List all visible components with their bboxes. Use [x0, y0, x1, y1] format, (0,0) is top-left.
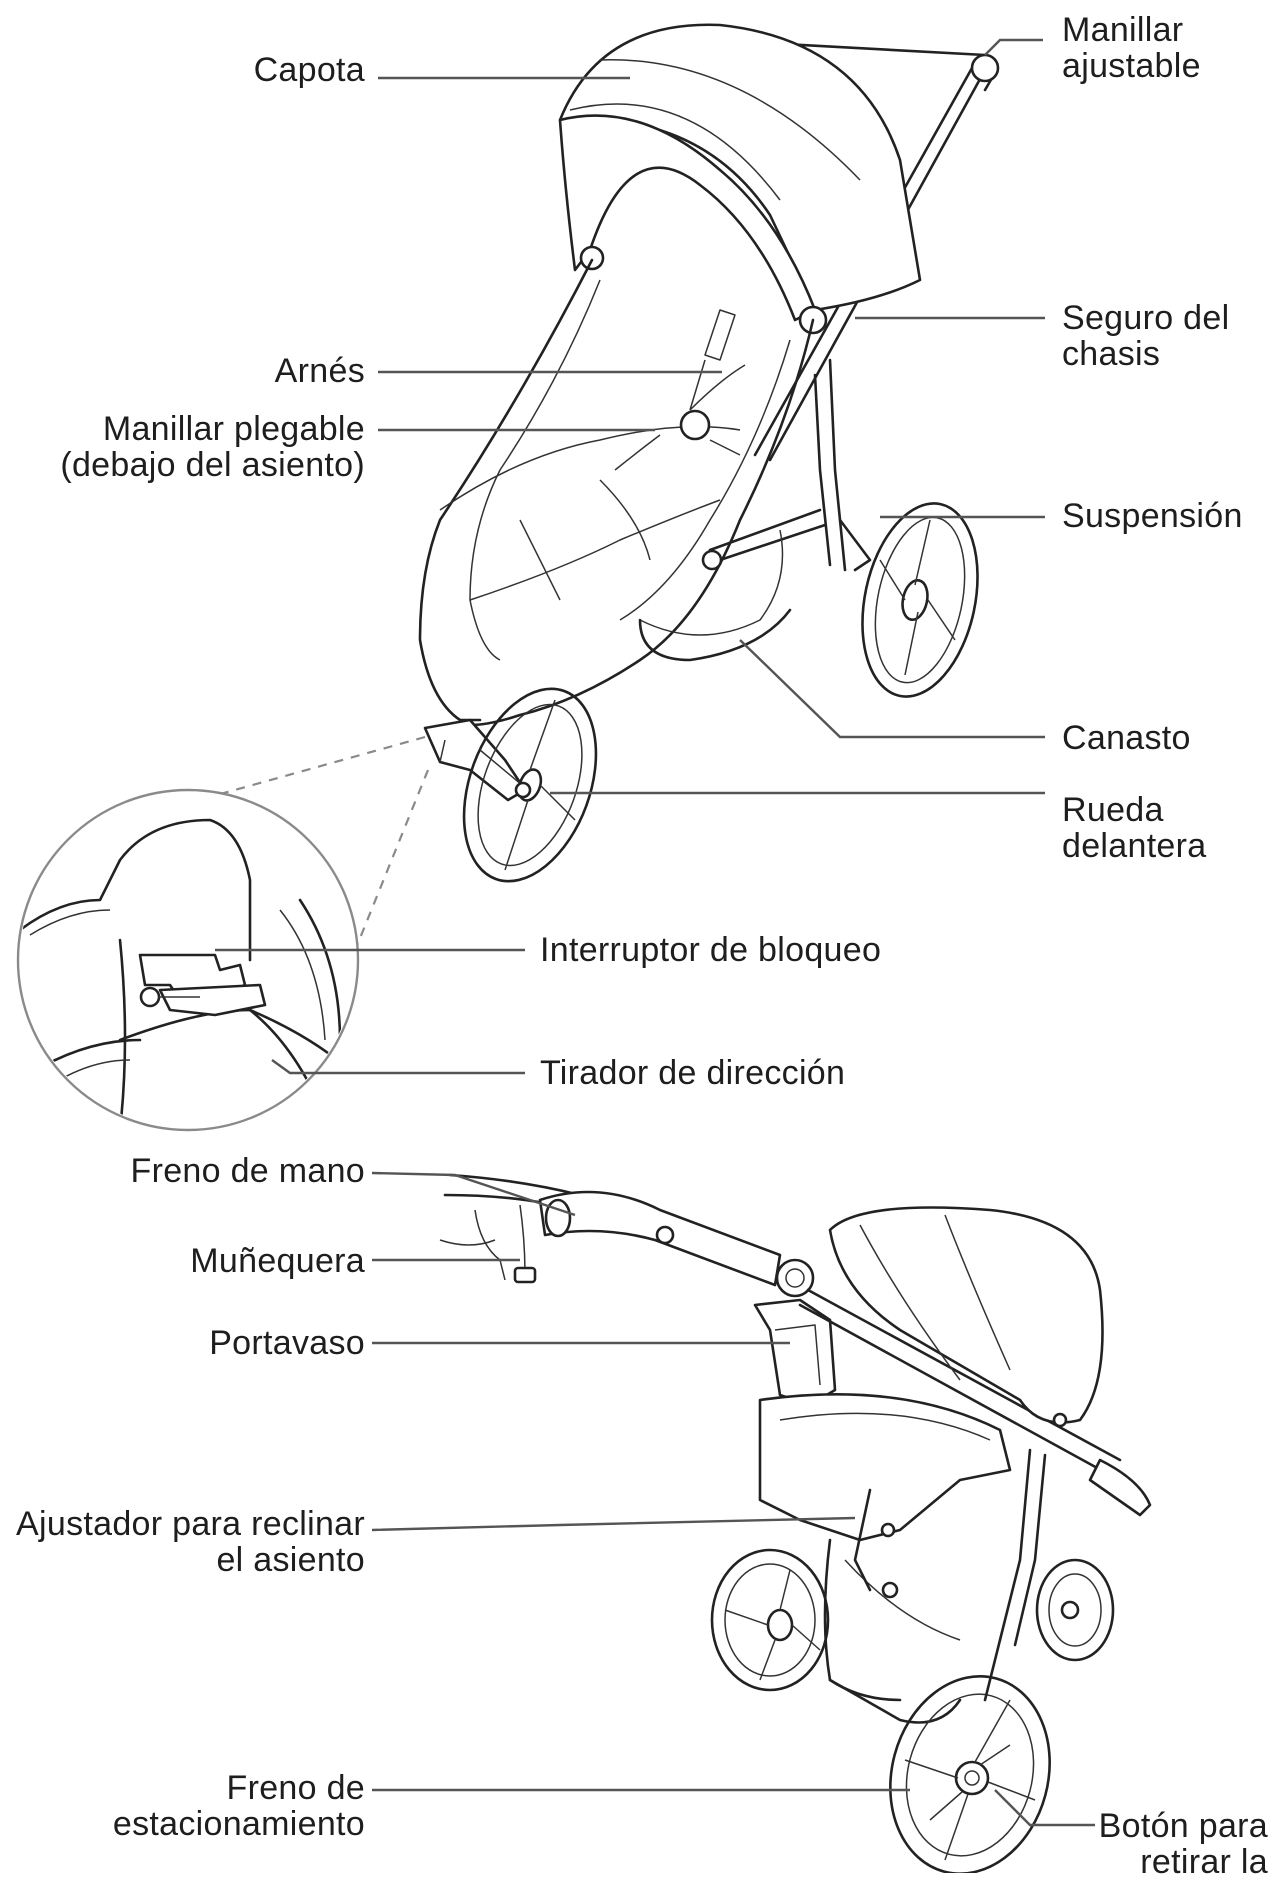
label-freno-de-estacionamiento: Freno de estacionamiento: [112, 1769, 365, 1843]
label-seguro-del-chasis: Seguro del chasis: [1062, 299, 1230, 373]
label-freno-de-mano: Freno de mano: [130, 1152, 365, 1190]
label-ajustador-reclinar: Ajustador para reclinar el asiento: [16, 1505, 365, 1579]
label-manillar-plegable: Manillar plegable (debajo del asiento): [60, 410, 365, 484]
leader-lines: [215, 38, 1095, 1827]
label-suspension: Suspensión: [1062, 497, 1243, 535]
label-rueda-delantera: Rueda delantera: [1062, 791, 1207, 865]
label-boton-para-retirar: Botón para retirar la: [1098, 1807, 1268, 1881]
leader-ajustador: [371, 1516, 856, 1532]
leader-freno-mano: [371, 1171, 576, 1217]
label-canasto: Canasto: [1062, 719, 1191, 757]
zoom-detail-circle: [16, 788, 360, 1132]
leader-tirador: [271, 1059, 525, 1075]
stroller-rear-illustration: [439, 1173, 1152, 1873]
label-manillar-ajustable: Manillar ajustable: [1062, 11, 1201, 85]
stroller-front-illustration: [418, 23, 1000, 883]
leader-boton-retirar: [994, 1789, 1095, 1827]
leader-canasto: [739, 639, 1045, 739]
label-capota: Capota: [253, 51, 365, 89]
label-munequera: Muñequera: [190, 1242, 365, 1280]
label-arnes: Arnés: [274, 352, 365, 390]
label-portavaso: Portavaso: [209, 1324, 365, 1362]
label-interruptor-de-bloqueo: Interruptor de bloqueo: [540, 931, 882, 969]
label-tirador-de-direccion: Tirador de dirección: [540, 1054, 846, 1092]
leader-manillar-ajustable: [984, 38, 1043, 56]
